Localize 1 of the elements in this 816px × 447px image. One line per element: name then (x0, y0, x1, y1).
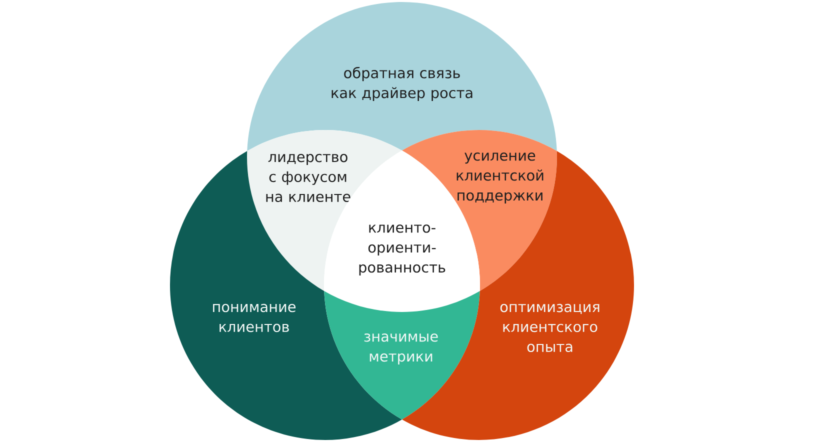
overlap-region: значимые метрики (324, 291, 480, 420)
